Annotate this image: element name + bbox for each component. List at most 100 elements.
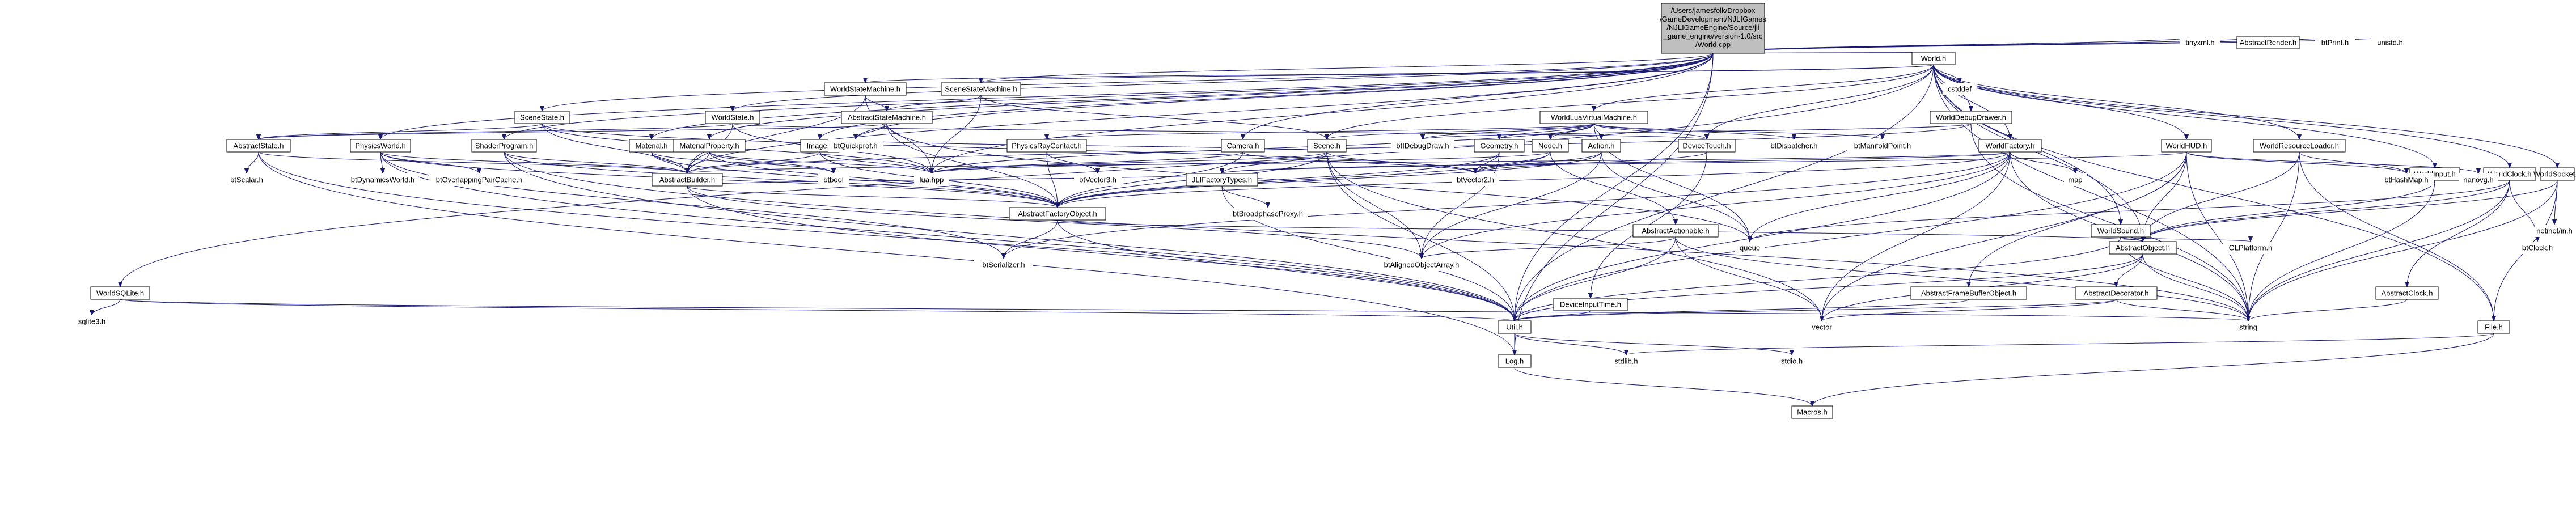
node-label: AbstractStateMachine.h xyxy=(848,113,926,122)
edge-deviceinputtime-to-util xyxy=(1515,310,1591,321)
node-abstractsm[interactable]: AbstractStateMachine.h xyxy=(841,111,933,124)
node-action[interactable]: Action.h xyxy=(1581,139,1621,153)
node-worldstate[interactable]: WorldState.h xyxy=(705,111,760,124)
edge-worldsqlite-to-util xyxy=(120,299,1515,321)
node-node[interactable]: Node.h xyxy=(1532,139,1569,153)
node-bthashmap: btHashMap.h xyxy=(2379,173,2434,186)
edge-camera-to-luahpp xyxy=(932,151,1243,174)
node-abstractstate[interactable]: AbstractState.h xyxy=(226,139,291,153)
node-label: WorldSound.h xyxy=(2097,227,2144,235)
edge-shaderprogram-to-util xyxy=(504,151,1515,321)
node-label: MaterialProperty.h xyxy=(679,142,739,150)
node-vector: vector xyxy=(1805,321,1838,333)
node-label: AbstractDecorator.h xyxy=(2084,289,2149,298)
node-worldresourceloader[interactable]: WorldResourceLoader.h xyxy=(2253,139,2346,153)
node-camera[interactable]: Camera.h xyxy=(1221,139,1265,153)
node-scene[interactable]: Scene.h xyxy=(1307,139,1347,153)
node-abstractframebufferobject[interactable]: AbstractFrameBufferObject.h xyxy=(1910,286,2027,300)
node-tinyxml: tinyxml.h xyxy=(2180,36,2220,49)
node-label: SceneState.h xyxy=(520,113,564,122)
node-physicsraycontact[interactable]: PhysicsRayContact.h xyxy=(1006,139,1087,153)
edge-scenesm-to-abstractsm xyxy=(887,95,982,112)
edge-worlddebugdrawer-to-string xyxy=(1970,123,2248,321)
edge-worldfactory-to-btserializer xyxy=(1004,151,2011,259)
edge-worldinput-to-string xyxy=(2248,180,2435,321)
node-btoverlappingpaircache: btOverlappingPairCache.h xyxy=(429,173,530,186)
node-abstractrender[interactable]: AbstractRender.h xyxy=(2236,36,2300,49)
node-worldluavm[interactable]: WorldLuaVirtualMachine.h xyxy=(1539,111,1648,124)
node-label: SceneStateMachine.h xyxy=(945,85,1017,94)
edge-shaderprogram-to-abstractfactoryobject xyxy=(504,151,1058,208)
edge-worldluavm-to-btdebugdraw xyxy=(1423,123,1594,140)
edge-abstractbuilder-to-jlifactorytypes xyxy=(687,173,1222,187)
node-jlifactorytypes[interactable]: JLIFactoryTypes.h xyxy=(1186,173,1258,187)
node-label: nanovg.h xyxy=(2463,176,2494,184)
edge-abstractbuilder-to-abstractfactoryobject xyxy=(687,185,1058,208)
edge-world-to-worldsqlite xyxy=(120,64,1934,287)
edge-abstractdecorator-to-util xyxy=(1515,299,2117,321)
edge-node-to-luahpp xyxy=(932,151,1551,174)
node-physicsworld[interactable]: PhysicsWorld.h xyxy=(350,139,411,153)
node-devicetouch[interactable]: DeviceTouch.h xyxy=(1678,139,1736,153)
node-label: ShaderProgram.h xyxy=(475,142,534,150)
edge-abstractfactoryobject-to-abstractobject xyxy=(1057,219,2143,242)
node-material[interactable]: Material.h xyxy=(629,139,674,153)
node-abstractdecorator[interactable]: AbstractDecorator.h xyxy=(2075,286,2158,300)
node-abstractclock[interactable]: AbstractClock.h xyxy=(2375,286,2439,300)
node-worlddebugdrawer[interactable]: WorldDebugDrawer.h xyxy=(1930,111,2012,124)
node-abstractfactoryobject[interactable]: AbstractFactoryObject.h xyxy=(1009,207,1106,221)
node-worldsm[interactable]: WorldStateMachine.h xyxy=(824,82,907,96)
node-worldhud[interactable]: WorldHUD.h xyxy=(2161,139,2212,153)
node-macros[interactable]: Macros.h xyxy=(1791,405,1833,419)
edge-abstractsm-to-abstractfactoryobject xyxy=(886,123,1058,208)
edge-jlifactorytypes-to-btbroadphaseproxy xyxy=(1221,185,1268,208)
node-worldsound[interactable]: WorldSound.h xyxy=(2091,224,2151,238)
node-label: _game_engine/version-1.0/src xyxy=(1663,32,1763,40)
node-abstractbuilder[interactable]: AbstractBuilder.h xyxy=(652,173,723,187)
node-label: btDispatcher.h xyxy=(1770,142,1817,150)
edge-util-to-stdlibh xyxy=(1514,333,1626,355)
node-geometry[interactable]: Geometry.h xyxy=(1474,139,1525,153)
edge-worldsound-to-util xyxy=(1515,236,2121,321)
edge-root-to-util xyxy=(1515,53,1714,321)
node-world[interactable]: World.h xyxy=(1911,52,1956,65)
edge-abstractdecorator-to-string xyxy=(2116,299,2248,321)
edge-worldstate-to-devicetouch xyxy=(732,123,1707,139)
edge-scene-to-jlifactorytypes xyxy=(1222,151,1327,174)
node-deviceinputtime[interactable]: DeviceInputTime.h xyxy=(1553,298,1628,311)
edge-worldluavm-to-node xyxy=(1550,123,1594,140)
edge-scenestate-to-abstractbuilder xyxy=(542,123,687,173)
node-btdynamicsworld: btDynamicsWorld.h xyxy=(347,173,418,186)
edge-worldsound-to-glplatform xyxy=(2120,237,2251,242)
node-label: Util.h xyxy=(1506,323,1523,332)
node-label: WorldSQLite.h xyxy=(96,289,144,298)
edge-worlddebugdrawer-to-btdebugdraw xyxy=(1423,123,1972,140)
edge-scene-to-util xyxy=(1326,151,1515,321)
node-abstractobject[interactable]: AbstractObject.h xyxy=(2109,241,2177,255)
node-shaderprogram[interactable]: ShaderProgram.h xyxy=(471,139,537,153)
edge-worldsqlite-to-string xyxy=(120,299,2248,321)
edge-abstractactionable-to-vector xyxy=(1675,236,1822,321)
edge-root-to-logh xyxy=(1515,53,1714,355)
edge-file-to-stdlibh xyxy=(1626,333,2494,355)
node-sqlite3: sqlite3.h xyxy=(74,315,110,328)
node-scenesm[interactable]: SceneStateMachine.h xyxy=(941,82,1021,96)
node-util[interactable]: Util.h xyxy=(1498,320,1532,334)
node-label: Material.h xyxy=(635,142,667,150)
node-worldsqlite[interactable]: WorldSQLite.h xyxy=(90,286,150,300)
edge-root-to-physicsworld xyxy=(380,53,1714,139)
node-abstractactionable[interactable]: AbstractActionable.h xyxy=(1632,224,1719,238)
edge-abstractstate-to-btscalar xyxy=(247,151,259,174)
node-logh[interactable]: Log.h xyxy=(1498,354,1532,368)
edge-world-to-worldclock xyxy=(1933,64,2510,168)
node-scenestate[interactable]: SceneState.h xyxy=(514,111,570,124)
node-file[interactable]: File.h xyxy=(2477,320,2510,334)
node-worldsocket[interactable]: WorldSocket.h xyxy=(2533,167,2576,181)
edge-worldfactory-to-queue xyxy=(1750,151,2011,242)
edge-action-to-queue xyxy=(1601,151,1750,242)
node-label: btIDebugDraw.h xyxy=(1396,142,1449,150)
node-worldfactory[interactable]: WorldFactory.h xyxy=(1978,139,2042,153)
node-cstddef: cstddef xyxy=(1943,83,1977,95)
node-label: WorldLuaVirtualMachine.h xyxy=(1551,113,1637,122)
node-materialproperty[interactable]: MaterialProperty.h xyxy=(673,139,746,153)
